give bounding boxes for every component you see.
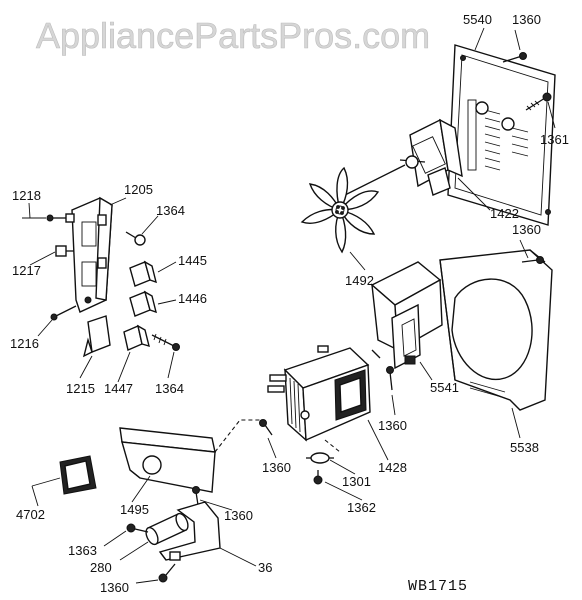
switch-1447 [123, 324, 150, 351]
fan-motor-1422 [399, 118, 463, 196]
motor-shaft [344, 164, 406, 196]
callout-1205: 1205 [124, 182, 153, 197]
callout-1360-bottom: 1360 [100, 580, 129, 595]
screw-1364-top [125, 231, 146, 246]
callout-1360-transformer: 1360 [262, 460, 291, 475]
callout-1495: 1495 [120, 502, 149, 517]
callout-1360-top: 1360 [512, 12, 541, 27]
callout-1363: 1363 [68, 543, 97, 558]
duct-panel-5538 [439, 249, 553, 411]
diagram-code: WB1715 [408, 578, 468, 595]
screw-1364-bottom [151, 333, 180, 351]
callout-1445: 1445 [178, 253, 207, 268]
wire-path-3 [371, 349, 381, 359]
clip-1217 [55, 245, 74, 257]
watermark: AppliancePartsPros.com [36, 15, 430, 56]
callout-labels: 5540 1360 1361 1422 1360 1492 1218 1205 … [10, 12, 569, 595]
callout-5541: 5541 [430, 380, 459, 395]
screw-1218 [46, 213, 75, 223]
callout-1215: 1215 [66, 381, 95, 396]
callout-1364-bottom: 1364 [155, 381, 184, 396]
fan-blade-1492 [300, 166, 380, 254]
callout-1492: 1492 [345, 273, 374, 288]
capacitor-280 [145, 512, 189, 546]
switch-bracket-1205 [71, 196, 113, 313]
screw-1360-duct [386, 366, 394, 391]
callout-5538: 5538 [510, 440, 539, 455]
callout-36: 36 [258, 560, 272, 575]
callout-1360-panel: 1360 [512, 222, 541, 237]
callout-1361: 1361 [540, 132, 569, 147]
callout-280: 280 [90, 560, 112, 575]
wire-path-2 [324, 439, 341, 453]
callout-1428: 1428 [378, 460, 407, 475]
screw-1360-top [502, 52, 527, 63]
callout-1362: 1362 [347, 500, 376, 515]
callout-1446: 1446 [178, 291, 207, 306]
callout-1216: 1216 [10, 336, 39, 351]
callout-1301: 1301 [342, 474, 371, 489]
screw-1360-bracket [192, 486, 200, 506]
bracket-1215 [82, 315, 111, 358]
screw-1361 [525, 92, 552, 111]
leader-lines [22, 27, 556, 584]
callout-1218: 1218 [12, 188, 41, 203]
switch-1445 [129, 260, 157, 287]
callout-1360-bracket: 1360 [224, 508, 253, 523]
transformer-1428 [267, 345, 371, 442]
callout-4702: 4702 [16, 507, 45, 522]
callout-1360-duct: 1360 [378, 418, 407, 433]
bracket-36 [158, 501, 221, 561]
callout-1422: 1422 [490, 206, 519, 221]
switch-1446 [129, 290, 157, 317]
wire-path-1 [214, 419, 262, 453]
thermal-fuse-1301 [306, 452, 334, 464]
screw-1360-transformer [259, 419, 273, 436]
screw-1360-bottom [158, 563, 176, 583]
bracket-1495 [119, 427, 216, 493]
screw-1360-panel [521, 256, 544, 264]
screw-1363 [126, 523, 149, 533]
air-duct-5541 [370, 261, 443, 370]
callout-1217: 1217 [12, 263, 41, 278]
lamp-lens-4702 [59, 455, 97, 495]
callout-1447: 1447 [104, 381, 133, 396]
callout-1364-top: 1364 [156, 203, 185, 218]
screw-1362 [313, 470, 323, 485]
screw-1216 [50, 305, 77, 321]
callout-5540: 5540 [463, 12, 492, 27]
cover-plate-5540 [447, 44, 556, 226]
